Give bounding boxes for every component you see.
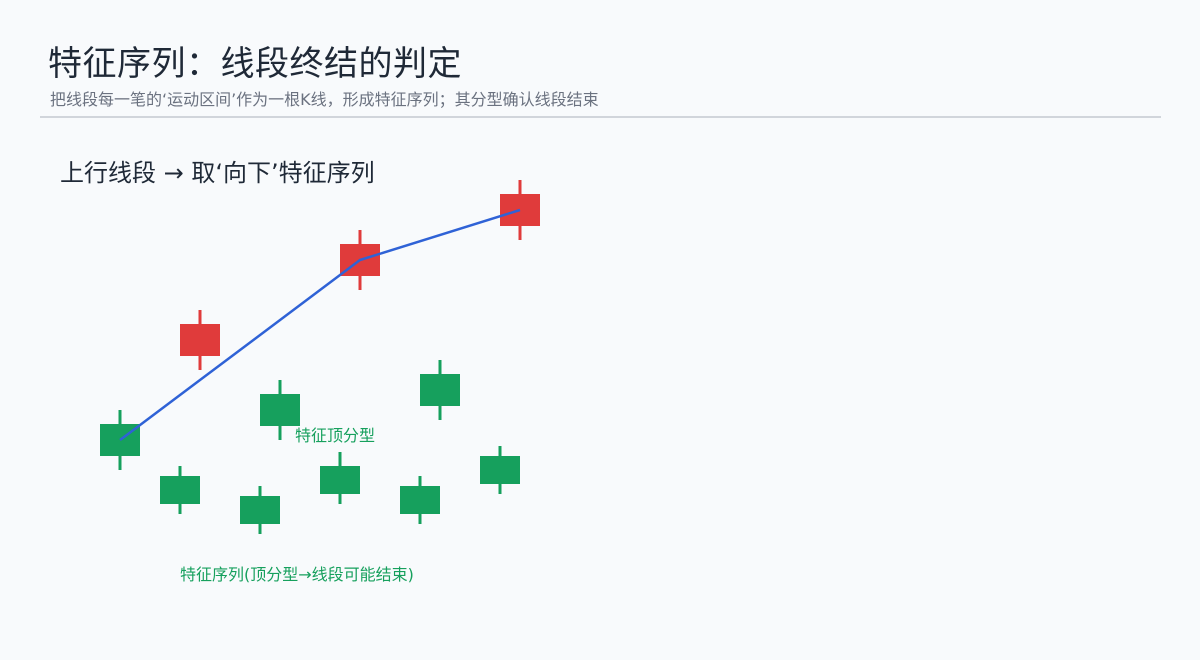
upward-segment-line bbox=[119, 208, 521, 441]
page-subtitle: 把线段每一笔的‘运动区间’作为一根K线，形成特征序列；其分型确认线段结束 bbox=[50, 90, 599, 109]
green-candle-5 bbox=[320, 452, 360, 504]
header-divider bbox=[40, 116, 1161, 118]
red-candle-1 bbox=[180, 310, 220, 370]
green-candle-8 bbox=[480, 446, 520, 494]
top-fractal-label: 特征顶分型 bbox=[295, 426, 375, 445]
green-candle-3 bbox=[240, 486, 280, 534]
page-title: 特征序列：线段终结的判定 bbox=[48, 44, 462, 84]
green-candle-7 bbox=[420, 360, 460, 420]
section-title: 上行线段 → 取‘向下’特征序列 bbox=[60, 159, 375, 187]
green-candle-4 bbox=[260, 380, 300, 440]
green-candle-6 bbox=[400, 476, 440, 524]
green-candle-2 bbox=[160, 466, 200, 514]
sequence-caption: 特征序列(顶分型→线段可能结束) bbox=[180, 565, 414, 584]
